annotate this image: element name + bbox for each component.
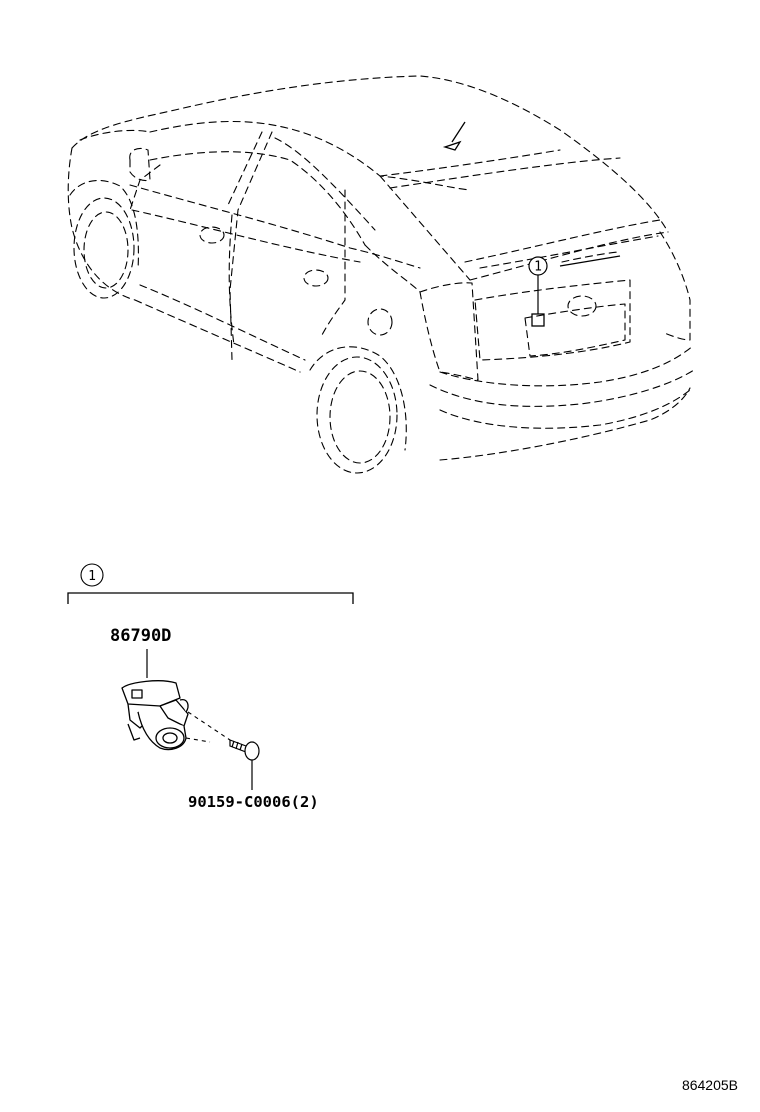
screw-part-number: 90159-C0006(2) bbox=[188, 793, 319, 811]
car-outline bbox=[67, 75, 695, 474]
camera-icon bbox=[121, 680, 189, 751]
screw-path bbox=[187, 711, 231, 741]
screw-icon bbox=[229, 739, 260, 761]
inset-bracket bbox=[67, 592, 354, 604]
callout-bubble: 1 bbox=[528, 256, 548, 276]
illustration-code: 864205B bbox=[682, 1077, 738, 1093]
callout-number: 1 bbox=[534, 260, 542, 275]
inset-callout-number: 1 bbox=[88, 569, 96, 584]
camera-part-number: 86790D bbox=[110, 626, 171, 646]
inset-callout: 1 bbox=[80, 563, 104, 587]
screw-path-2 bbox=[185, 737, 211, 743]
